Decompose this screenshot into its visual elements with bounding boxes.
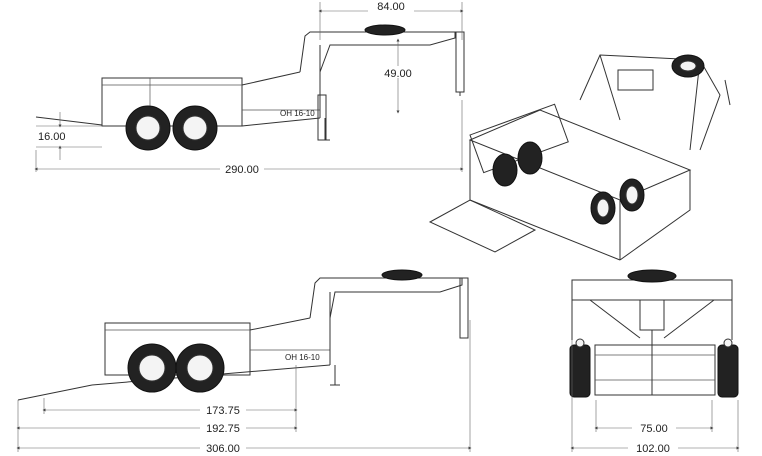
dim-overall-length: 306.00 <box>16 320 472 455</box>
dim-top-width: 84.00 <box>318 0 464 40</box>
side-elevation-upper: OH 16-10 <box>35 24 465 151</box>
dimension-label: 75.00 <box>640 423 668 435</box>
dimension-label: 192.75 <box>206 423 240 435</box>
dim-deck-length: 173.75 <box>42 365 298 417</box>
dim-gooseneck-height: 49.00 <box>376 38 420 114</box>
dimension-label: 102.00 <box>636 443 670 455</box>
spare-tire-upper <box>364 24 406 36</box>
isometric-view <box>428 54 731 261</box>
wheel-iso-left2 <box>517 141 543 175</box>
wheel-iso-left <box>492 153 518 187</box>
decal-lower: OH 16-10 <box>285 353 320 362</box>
dim-axle-track: 75.00 <box>594 400 714 435</box>
dim-bed-length: 192.75 <box>16 400 298 435</box>
dimension-label: 84.00 <box>377 1 405 13</box>
wheel-rear-right <box>717 344 739 398</box>
dim-ground-clearance: 16.00 <box>36 112 102 160</box>
dim-upper-overall-length: 290.00 <box>34 100 464 176</box>
dimension-label: 290.00 <box>225 164 259 176</box>
dimension-label: 16.00 <box>38 131 66 143</box>
dim-overall-width: 102.00 <box>570 340 740 455</box>
dimension-label: 173.75 <box>206 405 240 417</box>
decal-upper: OH 16-10 <box>280 109 315 118</box>
rear-view <box>569 269 739 398</box>
dimension-label: 306.00 <box>206 443 240 455</box>
wheel-rear-left <box>569 344 591 398</box>
dimension-label: 49.00 <box>384 68 412 80</box>
side-elevation-lower: OH 16-10 <box>17 269 469 401</box>
spare-tire-lower <box>381 269 423 281</box>
spare-tire-rear-view <box>627 269 677 283</box>
